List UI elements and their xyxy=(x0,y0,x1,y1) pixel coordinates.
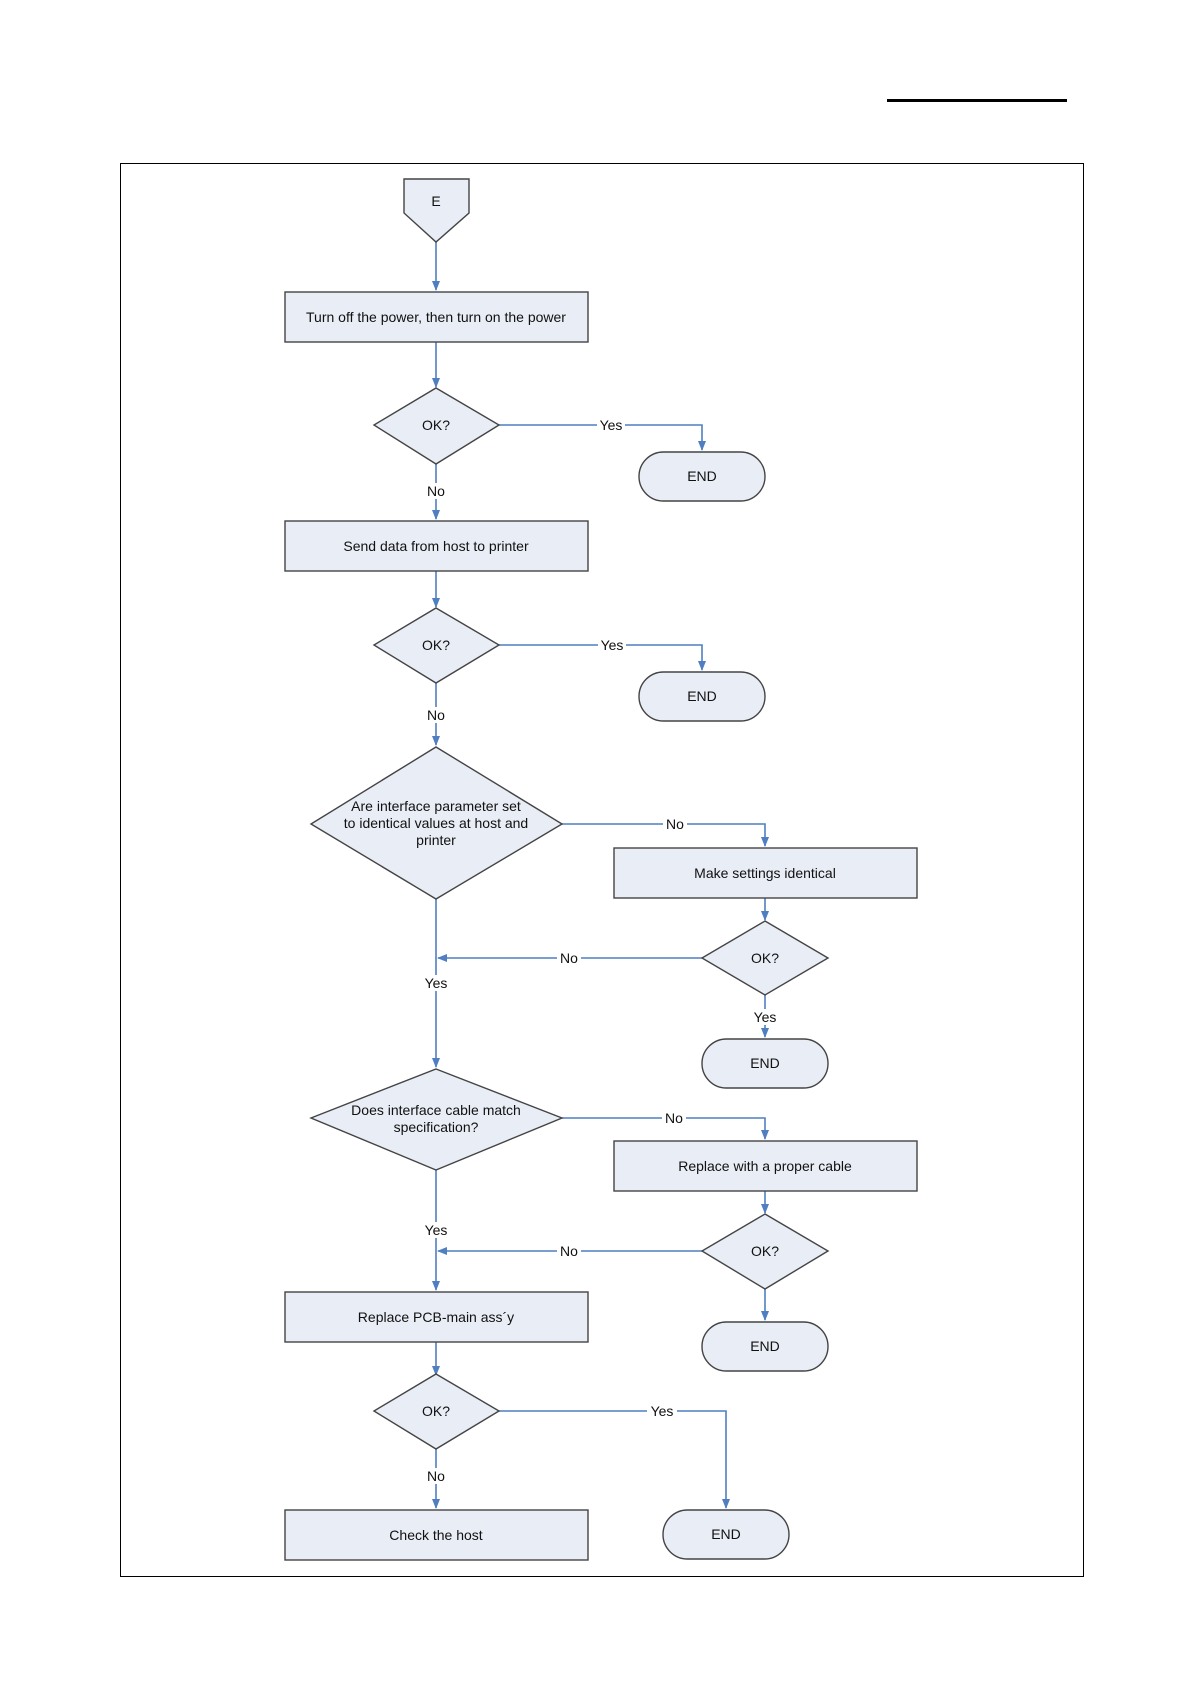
label-no-1: No xyxy=(427,483,445,499)
decision-interface-params-line-2: to identical values at host and xyxy=(344,815,528,831)
step-check-host: Check the host xyxy=(284,1509,589,1561)
decision-check-5: OK? xyxy=(372,1373,501,1450)
label-no-2: No xyxy=(427,707,445,723)
decision-check-3-label: OK? xyxy=(751,950,779,966)
step-check-host-label: Check the host xyxy=(389,1527,482,1543)
label-yes-2: Yes xyxy=(601,637,624,653)
terminal-end-3: END xyxy=(701,1038,829,1089)
decision-check-1: OK? xyxy=(372,387,501,465)
decision-check-2: OK? xyxy=(372,607,501,684)
connector-labels: Yes No Yes No No No Yes Yes No Yes No Ye… xyxy=(421,417,780,1484)
label-yes-cable: Yes xyxy=(425,1222,448,1238)
connector-check1-yes xyxy=(499,424,706,451)
decision-interface-params: Are interface parameter set to identical… xyxy=(309,746,564,900)
terminal-end-5-label: END xyxy=(711,1526,741,1542)
terminal-end-4: END xyxy=(701,1321,829,1372)
label-no-4: No xyxy=(560,1243,578,1259)
decision-interface-params-line-1: Are interface parameter set xyxy=(351,798,521,814)
step-make-identical: Make settings identical xyxy=(613,847,918,899)
terminal-end-2-label: END xyxy=(687,688,717,704)
header-rule xyxy=(887,99,1067,102)
terminal-end-1: END xyxy=(638,451,766,502)
connector-check2-yes xyxy=(499,644,706,671)
step-power-cycle: Turn off the power, then turn on the pow… xyxy=(284,291,589,343)
decision-check-5-label: OK? xyxy=(422,1403,450,1419)
label-yes-3: Yes xyxy=(754,1009,777,1025)
step-replace-cable: Replace with a proper cable xyxy=(613,1140,918,1192)
decision-check-2-label: OK? xyxy=(422,637,450,653)
decision-interface-cable-line-1: Does interface cable match xyxy=(351,1102,521,1118)
step-replace-pcb-label: Replace PCB-main ass´y xyxy=(358,1309,514,1325)
terminal-end-1-label: END xyxy=(687,468,717,484)
entry-label: E xyxy=(431,193,440,209)
decision-check-4: OK? xyxy=(700,1213,830,1290)
label-no-3: No xyxy=(560,950,578,966)
label-no-cable: No xyxy=(665,1110,683,1126)
terminal-end-2: END xyxy=(638,671,766,722)
connector-cable-no xyxy=(562,1117,769,1140)
label-yes-1: Yes xyxy=(600,417,623,433)
diagram-frame xyxy=(120,163,1084,1577)
connector-params-no xyxy=(562,823,769,847)
terminal-end-3-label: END xyxy=(750,1055,780,1071)
label-yes-params: Yes xyxy=(425,975,448,991)
decision-check-4-label: OK? xyxy=(751,1243,779,1259)
label-no-params: No xyxy=(666,816,684,832)
decision-check-1-label: OK? xyxy=(422,417,450,433)
decision-interface-params-line-3: printer xyxy=(416,832,456,848)
label-yes-5: Yes xyxy=(651,1403,674,1419)
terminal-end-4-label: END xyxy=(750,1338,780,1354)
decision-interface-cable-line-2: specification? xyxy=(394,1119,479,1135)
connector-check5-yes xyxy=(499,1410,730,1509)
entry-connector: E xyxy=(403,178,470,243)
step-power-cycle-label: Turn off the power, then turn on the pow… xyxy=(306,309,566,325)
step-send-data: Send data from host to printer xyxy=(284,520,589,572)
step-replace-cable-label: Replace with a proper cable xyxy=(678,1158,852,1174)
step-replace-pcb: Replace PCB-main ass´y xyxy=(284,1291,589,1343)
decision-interface-cable: Does interface cable match specification… xyxy=(309,1068,564,1171)
terminal-end-5: END xyxy=(662,1509,790,1560)
label-no-5: No xyxy=(427,1468,445,1484)
step-make-identical-label: Make settings identical xyxy=(694,865,836,881)
decision-check-3: OK? xyxy=(700,920,830,996)
step-send-data-label: Send data from host to printer xyxy=(343,538,529,554)
